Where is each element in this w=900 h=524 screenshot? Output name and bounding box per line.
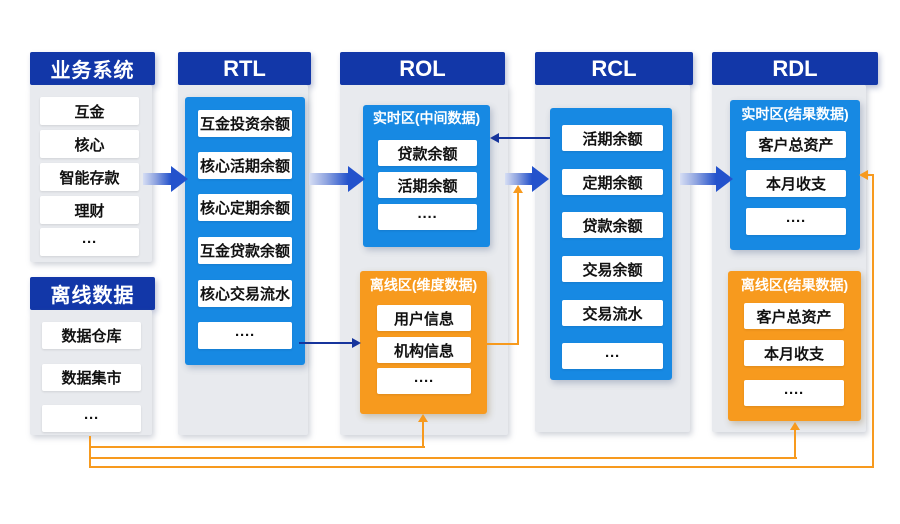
rtl-item: 核心交易流水: [198, 280, 292, 307]
connector-line: [89, 446, 425, 448]
rcl-item: 贷款余额: [562, 212, 663, 238]
rcl-item-more: ···: [562, 343, 663, 369]
connector-line: [299, 342, 353, 344]
offline-item: 数据仓库: [42, 322, 141, 349]
arrow-up-icon: [418, 414, 428, 422]
rcl-item: 交易余额: [562, 256, 663, 282]
rdl-offline-item: 本月收支: [744, 340, 844, 366]
arrow-right-icon: [348, 166, 365, 192]
rcl-item: 活期余额: [562, 125, 663, 151]
business-item: 智能存款: [40, 163, 139, 191]
offline-item: 数据集市: [42, 364, 141, 391]
connector-line: [89, 457, 797, 459]
connector-line: [794, 429, 796, 459]
rol-header: ROL: [340, 52, 505, 85]
rdl-realtime-item: 本月收支: [746, 170, 846, 197]
rol-realtime-item: 活期余额: [378, 172, 477, 198]
rtl-header: RTL: [178, 52, 311, 85]
rtl-item: 核心活期余额: [198, 152, 292, 179]
rtl-item: 核心定期余额: [198, 194, 292, 221]
business-item: 互金: [40, 97, 139, 125]
connector-offline-stub: [89, 436, 91, 468]
rdl-offline-item-more: ····: [744, 380, 844, 406]
rol-offline-item-more: ····: [377, 368, 471, 394]
arrow-shaft: [143, 173, 171, 185]
rol-offline-title: 离线区(维度数据): [369, 277, 478, 293]
arrow-right-icon: [171, 166, 188, 192]
arrow-left-icon: [490, 133, 499, 143]
rdl-realtime-item-more: ····: [746, 208, 846, 235]
rdl-header: RDL: [712, 52, 878, 85]
connector-line: [517, 192, 519, 345]
arrow-up-icon: [513, 185, 523, 193]
rdl-offline-title: 离线区(结果数据): [740, 277, 849, 293]
connector-line: [89, 466, 874, 468]
connector-line: [872, 174, 874, 468]
connector-line: [422, 421, 424, 448]
rdl-realtime-title: 实时区(结果数据): [741, 106, 849, 122]
rtl-item-more: ····: [198, 322, 292, 349]
arrow-up-icon: [790, 422, 800, 430]
rol-offline-item: 机构信息: [377, 337, 471, 363]
business-item: 理财: [40, 196, 139, 224]
business-item-more: ···: [40, 228, 139, 256]
arrow-shaft: [309, 173, 348, 185]
rcl-header: RCL: [535, 52, 693, 85]
rtl-box: [185, 97, 305, 365]
arrow-shaft: [505, 173, 532, 185]
offline-data-header: 离线数据: [30, 277, 155, 310]
arrow-right-icon: [716, 166, 733, 192]
rol-offline-item: 用户信息: [377, 305, 471, 331]
arrow-right-icon: [532, 166, 549, 192]
connector-line: [487, 343, 519, 345]
arrow-right-icon: [352, 338, 361, 348]
business-item: 核心: [40, 130, 139, 158]
rol-realtime-item-more: ····: [378, 204, 477, 230]
rcl-box: [550, 108, 672, 380]
rol-realtime-title: 实时区(中间数据): [372, 110, 481, 126]
rtl-item: 互金投资余额: [198, 110, 292, 137]
arrow-left-icon: [859, 170, 868, 180]
rdl-offline-item: 客户总资产: [744, 303, 844, 329]
connector-line: [867, 174, 874, 176]
rtl-item: 互金贷款余额: [198, 237, 292, 264]
offline-item-more: ···: [42, 405, 141, 432]
rcl-item: 定期余额: [562, 169, 663, 195]
rdl-realtime-item: 客户总资产: [746, 131, 846, 158]
connector-line: [498, 137, 550, 139]
business-system-header: 业务系统: [30, 52, 155, 85]
rcl-item: 交易流水: [562, 300, 663, 326]
arrow-shaft: [680, 173, 716, 185]
rol-realtime-item: 贷款余额: [378, 140, 477, 166]
